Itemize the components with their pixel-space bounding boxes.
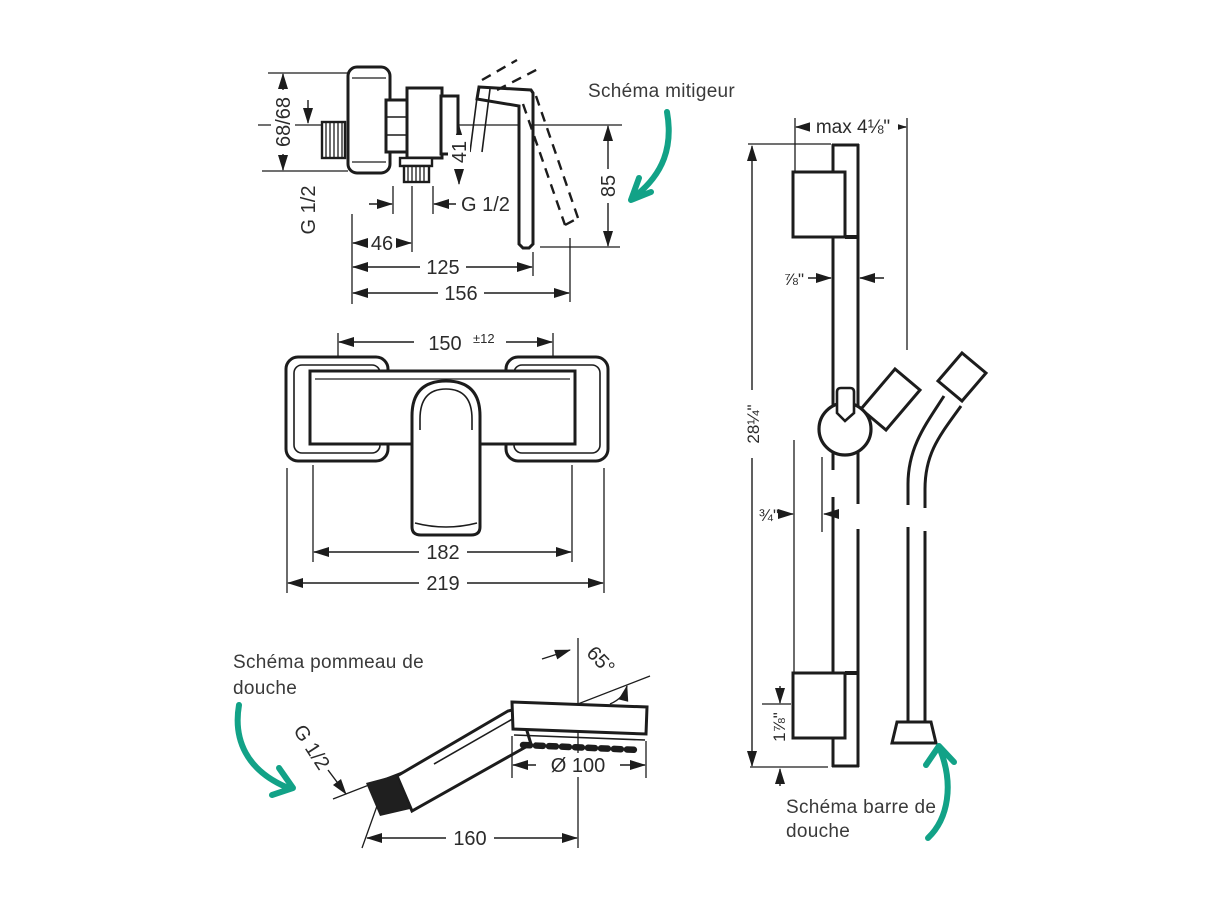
mixer-front-view: 150 ±12 182 219 (284, 330, 610, 595)
handle-front (410, 379, 482, 537)
dim-65deg-label: 65° (582, 642, 619, 679)
shower-head-disc (510, 700, 649, 736)
shower-bar-drawing (791, 143, 989, 768)
mixer-side-view: 68/68 G 1/2 41 G 1/2 46 (258, 58, 735, 305)
dim-body-width: 182 (313, 541, 572, 564)
hose-line-right (923, 405, 963, 722)
dim-68-68-label: 68/68 (273, 97, 295, 147)
handset-holder (858, 366, 923, 433)
dim-handshower-length: 160 (361, 805, 578, 850)
bottom-bracket (791, 671, 847, 740)
dim-depth-to-outlet: 46 (352, 232, 412, 255)
green-curved-arrow-icon (234, 702, 289, 790)
ext-line (793, 440, 823, 672)
dim-85-label: 85 (598, 175, 620, 197)
dim-bar-width: ⅞" (784, 270, 884, 289)
ext-line (286, 465, 605, 593)
ext-line (392, 186, 434, 252)
green-arrowhead-icon (628, 175, 654, 203)
handle-alt-position-dashed (481, 58, 580, 227)
spray-face-line (513, 734, 646, 741)
dim-d100-label: Ø 100 (551, 755, 605, 777)
dim-centers: 150 ±12 (338, 330, 553, 355)
pommeau-label-line1: Schéma pommeau de (233, 652, 424, 673)
dim-handshower-thread: G 1/2 (289, 721, 347, 795)
dim-150-tolerance-label: ±12 (473, 331, 495, 346)
mitigeur-label: Schéma mitigeur (588, 81, 735, 102)
dim-head-diameter: Ø 100 (511, 736, 647, 778)
dim-total-width: 219 (287, 572, 604, 595)
dim-slider-depth: ¾" (759, 506, 839, 525)
shower-handle (395, 706, 533, 814)
dim-219-label: 219 (426, 573, 459, 595)
dim-125-label: 125 (426, 257, 459, 279)
mixer-body (405, 86, 444, 160)
shower-bar-view: max 4⅛" ⅞" 28¼" ¾" 1⅞" (740, 113, 989, 842)
handle-thread-cone (366, 775, 410, 816)
shower-handle-inner (433, 716, 517, 765)
wall-plate (346, 65, 392, 175)
dim-178-label: 1⅞" (770, 712, 789, 742)
dim-182-label: 182 (426, 542, 459, 564)
dim-78-label: ⅞" (784, 270, 804, 289)
dim-2814-label: 28¼" (744, 404, 763, 443)
dim-41-label: 41 (449, 141, 471, 163)
mixer-front-drawing (284, 355, 610, 537)
green-arrowhead-icon (923, 743, 957, 768)
dim-bar-length: 28¼" (740, 145, 764, 767)
dim-g12-handshower-label: G 1/2 (289, 721, 334, 774)
handle-front-bottom (414, 522, 478, 528)
hex-nut-facets (386, 116, 408, 136)
green-arrowhead-icon (269, 765, 296, 798)
dim-46-label: 46 (371, 233, 393, 255)
curved-arrow-mitigeur (628, 109, 672, 203)
dim-156-label: 156 (444, 283, 477, 305)
lever-pivot (469, 88, 491, 153)
dim-150-label: 150 (428, 333, 461, 355)
hose-end-fitting (890, 720, 938, 745)
wall-bar (831, 143, 860, 768)
top-bracket (791, 170, 847, 239)
wall-plate-detail (352, 77, 386, 163)
dim-g12-bottom-label: G 1/2 (461, 194, 510, 216)
dim-34-label: ¾" (759, 506, 779, 525)
hose-upper-fitting (935, 350, 989, 404)
dim-depth-total: 156 (352, 282, 570, 305)
hand-shower-view: G 1/2 65° Ø 100 160 Schéma pommea (233, 638, 651, 850)
green-curved-arrow-icon (631, 109, 672, 200)
ext-line (748, 143, 831, 768)
handle-front-inner (419, 388, 473, 430)
dim-wall-spacing: 68/68 (271, 73, 313, 171)
dim-outlet-height: 41 (448, 125, 471, 185)
hand-shower-drawing (366, 700, 649, 816)
curved-arrow-barre (923, 743, 957, 841)
hose-line-left (906, 395, 946, 722)
outlet-thread-hatch (407, 167, 425, 181)
dim-inlet-thread: G 1/2 (298, 186, 320, 235)
barre-label-line1: Schéma barre de (786, 797, 936, 818)
dim-height-below: 85 (597, 125, 620, 247)
pommeau-label-line2: douche (233, 678, 297, 699)
dim-depth-body: 125 (352, 256, 533, 279)
curved-arrow-pommeau (234, 702, 296, 798)
mixer-side-drawing (320, 58, 580, 250)
dim-160-label: 160 (453, 828, 486, 850)
dim-g12-left-label: G 1/2 (298, 186, 320, 235)
spray-nozzles (519, 741, 643, 754)
dim-max418-label: max 4⅛" (816, 117, 890, 138)
green-curved-arrow-icon (925, 749, 951, 841)
dim-max-offset: max 4⅛" (795, 113, 907, 138)
barre-label-line2: douche (786, 821, 850, 842)
handle-lever (475, 85, 535, 250)
slider-release-tab (835, 386, 856, 423)
dim-spray-angle: 65° (541, 642, 629, 705)
dim-outlet-thread: G 1/2 (369, 194, 510, 216)
hex-nut (384, 98, 410, 154)
dim-bottom-offset: 1⅞" (770, 686, 789, 786)
inlet-thread-hatch (325, 123, 343, 157)
